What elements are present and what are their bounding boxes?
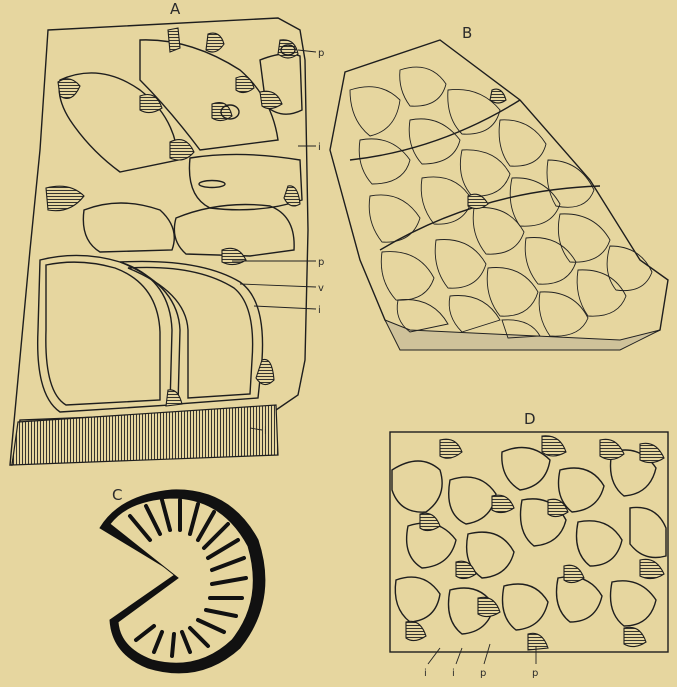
label-i: i [452,668,455,679]
label-p: p [480,668,486,679]
label-i: i [318,305,321,316]
label-p: p [532,668,538,679]
panel-b-base-band [385,320,660,350]
panel-b-letter: B [462,24,472,42]
panel-a-chamber [46,262,160,405]
panel-b-outline [330,40,668,346]
label-i: i [318,142,321,153]
label-i: i [424,668,427,679]
panel-a-chamber [120,261,263,404]
panel-a-pore [256,359,274,384]
panel-a-pore [168,28,180,52]
panel-c: C [100,486,265,673]
panel-d-pores [406,436,664,650]
label-v: v [318,283,324,294]
panel-a-chamber [83,203,174,252]
panel-a-pore [222,248,246,264]
label-p: p [318,48,324,59]
panel-a-pore [236,76,254,92]
panel-a-pore [140,95,162,113]
panel-a-chamber [174,205,294,257]
panel-a-pore [260,91,282,108]
panel-a-pore [170,140,194,160]
panel-a: A p i p v i i [10,0,324,465]
panel-d-letter: D [524,410,536,428]
panel-b-chambers [350,67,652,338]
panel-a-base-band [12,405,278,465]
panel-a-pore [166,390,182,406]
panel-c-letter: C [112,486,122,504]
panel-a-chamber [128,267,253,398]
label-p: p [318,257,324,268]
panel-b: B [330,24,668,350]
panel-d: D i i p p [390,410,668,679]
panel-a-pore [284,186,300,206]
panel-a-chamber [189,154,302,209]
label-i: i [264,426,267,437]
panel-a-void [199,181,225,188]
panel-a-pore [58,79,80,99]
panel-d-chambers [392,448,666,635]
panel-a-pore [206,33,224,52]
panel-a-letter: A [170,0,181,18]
panel-a-chamber [140,40,278,150]
panel-a-pore [46,186,84,211]
